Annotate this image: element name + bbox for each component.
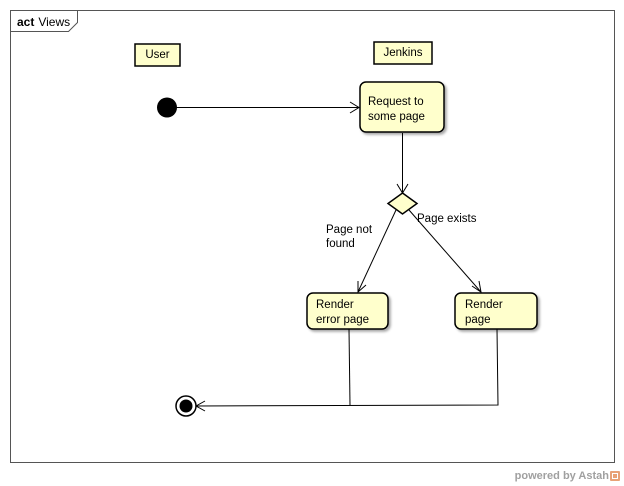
edge-error-down (348, 328, 351, 406)
edges (175, 101, 499, 412)
partition-jenkins[interactable]: Jenkins (373, 41, 433, 65)
action-render-error[interactable] (306, 292, 389, 330)
edge-decision-to-page (408, 209, 482, 293)
partition-jenkins-label: Jenkins (384, 47, 423, 59)
action-render-page-line2: page (465, 314, 491, 326)
action-request[interactable] (359, 81, 445, 133)
decision-node[interactable] (386, 192, 419, 215)
powered-by-footer: powered by Astah (515, 470, 620, 482)
guard-not-found-line2: found (326, 238, 355, 250)
action-render-page[interactable] (454, 292, 538, 330)
arrowhead-page (471, 280, 482, 294)
action-render-page-line1: Render (465, 299, 503, 311)
action-render-error-line1: Render (316, 299, 354, 311)
edge-page-to-final (195, 328, 499, 407)
guard-exists: Page exists (417, 213, 477, 225)
astah-logo-icon (610, 471, 620, 481)
arrowhead-request (349, 101, 360, 114)
footer-text: powered by Astah (514, 470, 609, 482)
arrowhead-error (357, 281, 367, 294)
action-request-line2: some page (368, 111, 425, 123)
action-request-line1: Request to (368, 96, 424, 108)
final-node[interactable] (175, 395, 197, 417)
edge-decision-to-error (357, 209, 397, 293)
partition-user[interactable]: User (134, 43, 181, 67)
initial-node[interactable] (157, 97, 177, 118)
action-render-error-line2: error page (316, 314, 369, 326)
guard-not-found-line1: Page not (326, 224, 373, 236)
partition-user-label: User (145, 49, 169, 61)
